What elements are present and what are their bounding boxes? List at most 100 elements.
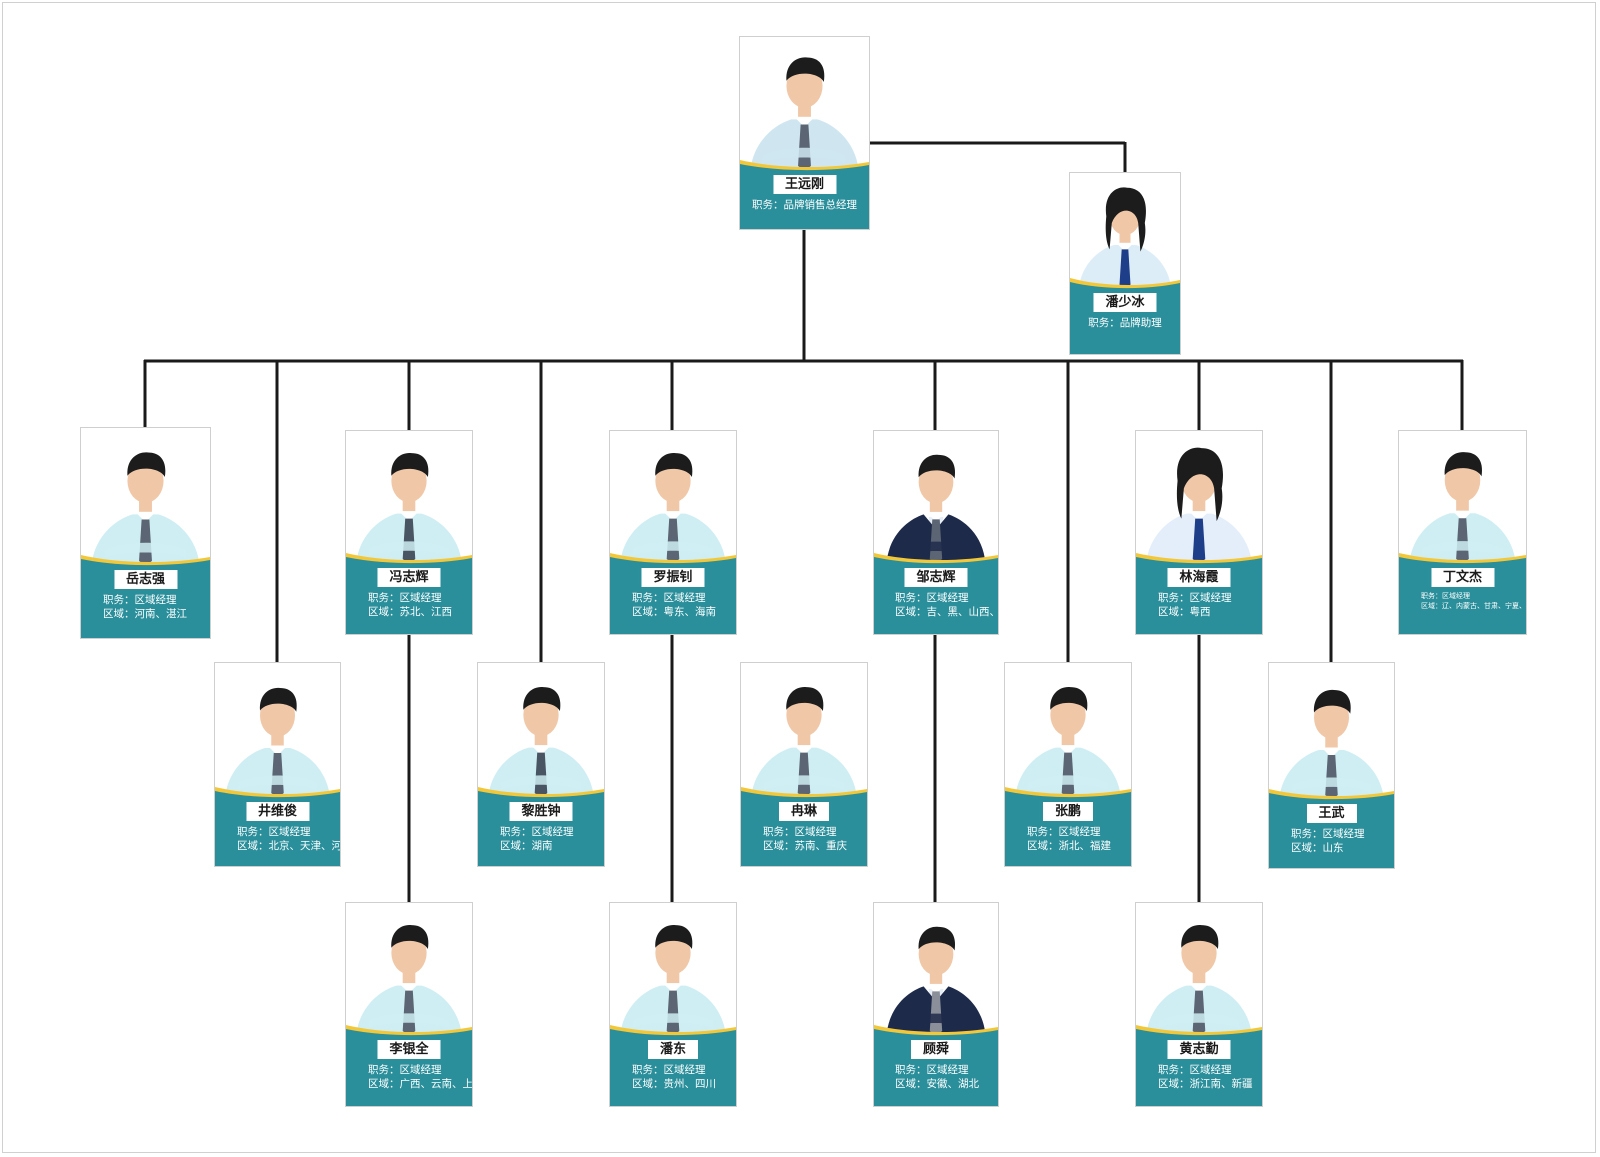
portrait-figure bbox=[356, 924, 462, 1036]
employee-name: 黎胜钟 bbox=[506, 802, 576, 821]
employee-info: 职务：区域经理区域：粤西 bbox=[1136, 591, 1262, 619]
region-value: 河南、湛江 bbox=[134, 608, 188, 620]
region-row: 区域：吉、黑、山西、陕西 bbox=[895, 605, 998, 619]
role-row: 职务：区域经理 bbox=[500, 825, 604, 839]
caption-swoosh bbox=[1399, 553, 1526, 566]
role-prefix: 职务： bbox=[368, 1064, 400, 1076]
caption-swoosh bbox=[874, 1025, 998, 1038]
employee-name: 冯志辉 bbox=[374, 568, 444, 587]
employee-info: 职务：区域经理区域：浙北、福建 bbox=[1005, 825, 1131, 853]
caption-swoosh bbox=[1070, 278, 1180, 291]
employee-caption: 潘少冰职务：品牌助理 bbox=[1070, 278, 1180, 354]
region-row: 区域：苏北、江西 bbox=[368, 605, 472, 619]
role-prefix: 职务： bbox=[632, 1064, 664, 1076]
employee-photo bbox=[1070, 173, 1180, 289]
role-value: 区域经理 bbox=[399, 592, 442, 604]
employee-name: 罗振钊 bbox=[638, 568, 708, 587]
role-row: 职务：区域经理 bbox=[763, 825, 867, 839]
employee-caption: 王武职务：区域经理区域：山东 bbox=[1269, 789, 1394, 868]
employee-name: 黄志勤 bbox=[1164, 1040, 1234, 1059]
region-prefix: 区域： bbox=[763, 840, 795, 852]
role-value: 区域经理 bbox=[794, 826, 837, 838]
region-value: 浙江南、新疆 bbox=[1189, 1078, 1253, 1090]
employee-photo bbox=[81, 428, 210, 566]
employee-caption: 冉琳职务：区域经理区域：苏南、重庆 bbox=[741, 787, 867, 866]
portrait-figure bbox=[1015, 686, 1121, 798]
employee-name: 张鹏 bbox=[1039, 802, 1097, 821]
role-value: 区域经理 bbox=[268, 826, 311, 838]
employee-caption: 罗振钊职务：区域经理区域：粤东、海南 bbox=[610, 553, 736, 634]
employee-info: 职务：区域经理区域：湖南 bbox=[478, 825, 604, 853]
region-row: 区域：北京、天津、河北 bbox=[237, 839, 340, 853]
region-value: 苏南、重庆 bbox=[794, 840, 848, 852]
region-value: 贵州、四川 bbox=[663, 1078, 717, 1090]
employee-photo bbox=[741, 663, 867, 798]
employee-caption: 冯志辉职务：区域经理区域：苏北、江西 bbox=[346, 553, 472, 634]
employee-info: 职务：品牌销售总经理 bbox=[740, 198, 869, 212]
portrait-figure bbox=[1078, 187, 1172, 289]
employee-photo bbox=[874, 431, 998, 564]
employee-card: 张鹏职务：区域经理区域：浙北、福建 bbox=[1004, 662, 1132, 867]
region-value: 湖南 bbox=[531, 840, 553, 852]
employee-photo bbox=[610, 431, 736, 564]
region-prefix: 区域： bbox=[1158, 606, 1190, 618]
region-value: 浙北、福建 bbox=[1058, 840, 1112, 852]
employee-info: 职务：品牌助理 bbox=[1070, 316, 1180, 330]
region-row: 区域：浙北、福建 bbox=[1027, 839, 1131, 853]
employee-name: 王远刚 bbox=[769, 175, 840, 194]
role-row: 职务：区域经理 bbox=[895, 1063, 998, 1077]
employee-photo bbox=[478, 663, 604, 798]
region-row: 区域：粤西 bbox=[1158, 605, 1262, 619]
portrait-figure bbox=[620, 452, 726, 564]
role-value: 区域经理 bbox=[531, 826, 574, 838]
employee-name: 李银全 bbox=[374, 1040, 444, 1059]
region-prefix: 区域： bbox=[1158, 1078, 1190, 1090]
employee-caption: 潘东职务：区域经理区域：贵州、四川 bbox=[610, 1025, 736, 1106]
region-row: 区域：广西、云南、上海 bbox=[368, 1077, 472, 1091]
employee-caption: 黎胜钟职务：区域经理区域：湖南 bbox=[478, 787, 604, 866]
employee-photo bbox=[1005, 663, 1131, 798]
employee-card: 潘东职务：区域经理区域：贵州、四川 bbox=[609, 902, 737, 1107]
employee-card: 冉琳职务：区域经理区域：苏南、重庆 bbox=[740, 662, 868, 867]
role-prefix: 职务： bbox=[752, 199, 784, 211]
employee-card: 冯志辉职务：区域经理区域：苏北、江西 bbox=[345, 430, 473, 635]
employee-caption: 岳志强职务：区域经理区域：河南、湛江 bbox=[81, 555, 210, 638]
region-prefix: 区域： bbox=[368, 1078, 400, 1090]
employee-card: 潘少冰职务：品牌助理 bbox=[1069, 172, 1181, 355]
caption-swoosh bbox=[346, 553, 472, 566]
portrait-figure bbox=[225, 687, 330, 798]
region-prefix: 区域： bbox=[1291, 842, 1323, 854]
employee-caption: 顾舜职务：区域经理区域：安徽、湖北 bbox=[874, 1025, 998, 1106]
region-value: 辽、内蒙古、甘肃、宁夏、青海、西藏 bbox=[1442, 602, 1526, 610]
role-row: 职务：区域经理 bbox=[368, 1063, 472, 1077]
portrait-figure bbox=[488, 686, 594, 798]
employee-photo bbox=[740, 37, 869, 171]
role-row: 职务：区域经理 bbox=[368, 591, 472, 605]
employee-name: 岳志强 bbox=[110, 570, 181, 589]
employee-photo bbox=[1136, 431, 1262, 564]
region-value: 山东 bbox=[1322, 842, 1344, 854]
caption-swoosh bbox=[215, 787, 340, 800]
region-row: 区域：山东 bbox=[1291, 841, 1394, 855]
region-value: 北京、天津、河北 bbox=[268, 840, 341, 852]
region-prefix: 区域： bbox=[895, 606, 927, 618]
region-value: 粤东、海南 bbox=[663, 606, 717, 618]
role-prefix: 职务： bbox=[895, 1064, 927, 1076]
region-prefix: 区域： bbox=[368, 606, 400, 618]
caption-swoosh bbox=[81, 555, 210, 568]
employee-card: 顾舜职务：区域经理区域：安徽、湖北 bbox=[873, 902, 999, 1107]
role-prefix: 职务： bbox=[1027, 826, 1059, 838]
role-prefix: 职务： bbox=[895, 592, 927, 604]
region-prefix: 区域： bbox=[895, 1078, 927, 1090]
role-value: 区域经理 bbox=[1189, 1064, 1232, 1076]
role-value: 区域经理 bbox=[663, 1064, 706, 1076]
role-row: 职务：区域经理 bbox=[103, 593, 210, 607]
employee-info: 职务：区域经理区域：山东 bbox=[1269, 827, 1394, 855]
employee-info: 职务：区域经理区域：河南、湛江 bbox=[81, 593, 210, 621]
